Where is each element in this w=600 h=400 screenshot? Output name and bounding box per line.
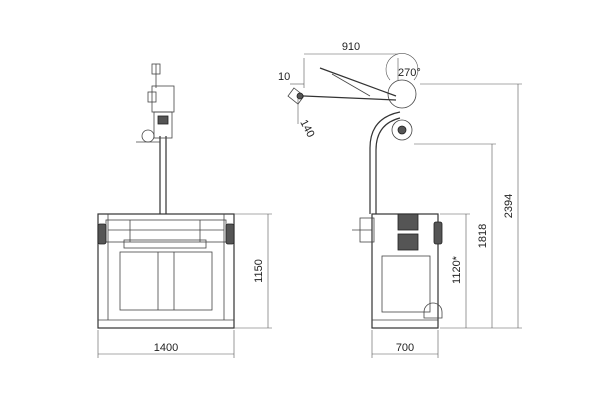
rotation-arc (385, 53, 419, 81)
side-upper-block (397, 213, 419, 231)
front-base-frame (97, 213, 235, 329)
overall-height-label: 2394 (503, 194, 515, 218)
side-lower-pivot-hub (397, 125, 407, 135)
front-crossbar (105, 219, 227, 243)
column-height-label: 1818 (477, 224, 489, 248)
front-spindle-top (151, 63, 161, 75)
front-inner-box (119, 251, 213, 311)
side-width-label: 700 (396, 342, 414, 354)
front-motor-cap (147, 91, 157, 103)
front-handwheel (141, 129, 155, 143)
front-view: 1400 1150 (97, 63, 272, 358)
side-inner-box (381, 255, 431, 313)
side-lower-pivot (391, 119, 413, 141)
front-motor-housing (151, 85, 175, 113)
front-head-block (157, 115, 169, 125)
side-arm-strut (331, 73, 371, 97)
side-column-outer (369, 111, 401, 214)
side-front-wheel (433, 221, 443, 245)
front-height-label: 1150 (253, 259, 265, 283)
arm-reach-label: 910 (342, 41, 360, 53)
front-width-label: 1400 (154, 342, 178, 354)
side-rotation-disc (387, 79, 417, 109)
side-lower-block (397, 233, 419, 251)
front-right-wheel (225, 223, 235, 245)
side-rear-wheel (423, 302, 443, 319)
arm-offset-label: 10 (278, 71, 290, 83)
arm-rotation-label: 270° (398, 67, 421, 79)
side-tool-hub (296, 92, 304, 100)
cart-height-label: 1120* (451, 255, 463, 284)
side-column-inner (375, 117, 401, 214)
arm-clearance-label: 140 (297, 118, 316, 140)
front-left-wheel (97, 223, 107, 245)
side-view: 910 10 140 270° 700 1120* 1818 2394 (278, 41, 522, 358)
side-arm-upper (319, 67, 397, 97)
front-crossbar-tray (123, 239, 207, 249)
side-arm-lower (303, 95, 397, 101)
